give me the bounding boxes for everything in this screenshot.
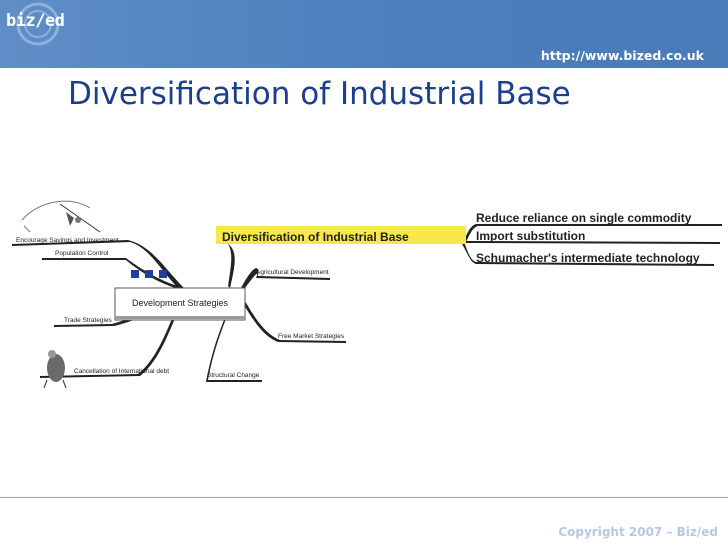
mind-map: Development Strategies Encourage Savings…	[0, 190, 728, 400]
node-marker-icon	[145, 270, 153, 278]
focus-item-2: Import substitution	[476, 229, 585, 243]
label-agri: Agricultural Development	[256, 269, 329, 276]
label-debt: Cancellation of International debt	[74, 368, 169, 375]
branch-savings	[12, 240, 184, 290]
header-banner: biz/ed http://www.bized.co.uk	[0, 0, 728, 68]
label-savings: Encourage Savings and Investment	[16, 237, 119, 244]
label-freemarket: Free Market Strategies	[278, 333, 345, 340]
node-marker-icon	[131, 270, 139, 278]
vulture-icon	[44, 350, 66, 388]
focus-item-1: Reduce reliance on single commodity	[476, 211, 692, 225]
clipart-icon	[22, 201, 90, 232]
label-structural: Structural Change	[207, 372, 260, 379]
branch-diversification	[216, 238, 462, 288]
bized-logo[interactable]: biz/ed	[0, 0, 74, 46]
label-trade: Trade Strategies	[64, 317, 113, 324]
footer-divider	[0, 497, 728, 498]
focus-label: Diversification of Industrial Base	[222, 230, 409, 244]
copyright-text: Copyright 2007 – Biz/ed	[558, 525, 718, 539]
logo-text: biz/ed	[6, 11, 64, 31]
center-node-label: Development Strategies	[132, 298, 229, 308]
focus-item-3: Schumacher's intermediate technology	[476, 251, 700, 265]
slide-title: Diversification of Industrial Base	[68, 76, 571, 112]
money-bag-icon	[60, 204, 100, 232]
label-population: Population Control	[55, 250, 109, 257]
node-marker-icon	[159, 270, 167, 278]
site-url[interactable]: http://www.bized.co.uk	[541, 48, 704, 63]
